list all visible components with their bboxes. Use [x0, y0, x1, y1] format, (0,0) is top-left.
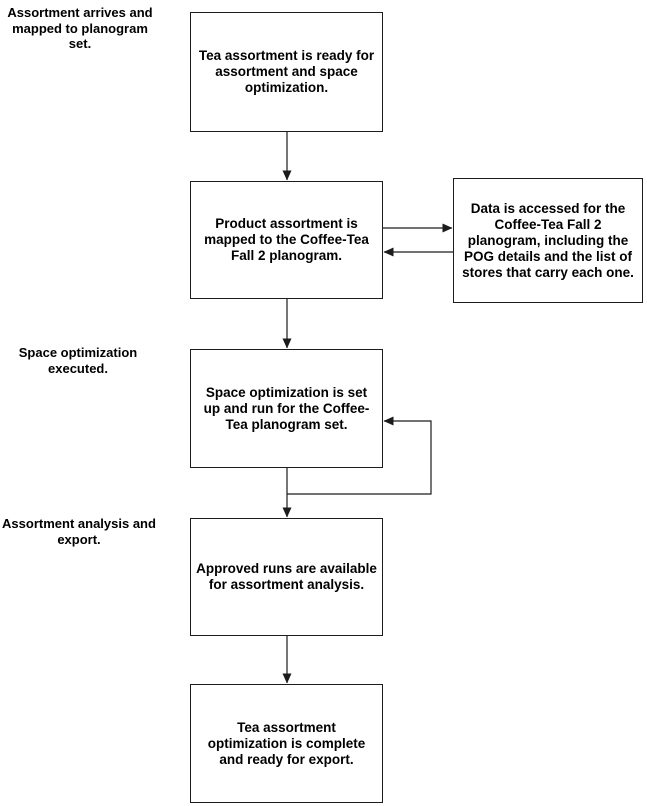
phase-label-assortment-analysis: Assortment analysis and export.: [2, 516, 156, 547]
connector-step-3-loop-back: [287, 416, 432, 495]
flow-box-product-assortment-mapped: Product assortment is mapped to the Coff…: [190, 181, 383, 299]
flow-box-space-optimization-run: Space optimization is set up and run for…: [190, 349, 383, 468]
flow-box-text: Space optimization is set up and run for…: [203, 384, 370, 432]
flow-box-tea-assortment-ready: Tea assortment is ready for assortment a…: [190, 12, 383, 132]
phase-label-space-optimization: Space optimization executed.: [18, 345, 138, 376]
flow-box-text: Approved runs are available for assortme…: [196, 561, 377, 592]
phase-label-assortment-arrives: Assortment arrives and mapped to planogr…: [7, 5, 153, 51]
flow-box-text: Tea assortment is ready for assortment a…: [198, 48, 375, 95]
flow-box-text: Tea assortment optimization is complete …: [207, 719, 366, 767]
flow-box-text: Data is accessed for the Coffee-Tea Fall…: [462, 200, 634, 280]
flow-box-optimization-complete: Tea assortment optimization is complete …: [190, 684, 383, 803]
flow-box-text: Product assortment is mapped to the Coff…: [204, 216, 369, 263]
flow-box-data-accessed: Data is accessed for the Coffee-Tea Fall…: [453, 178, 643, 303]
flow-box-approved-runs: Approved runs are available for assortme…: [190, 518, 383, 636]
